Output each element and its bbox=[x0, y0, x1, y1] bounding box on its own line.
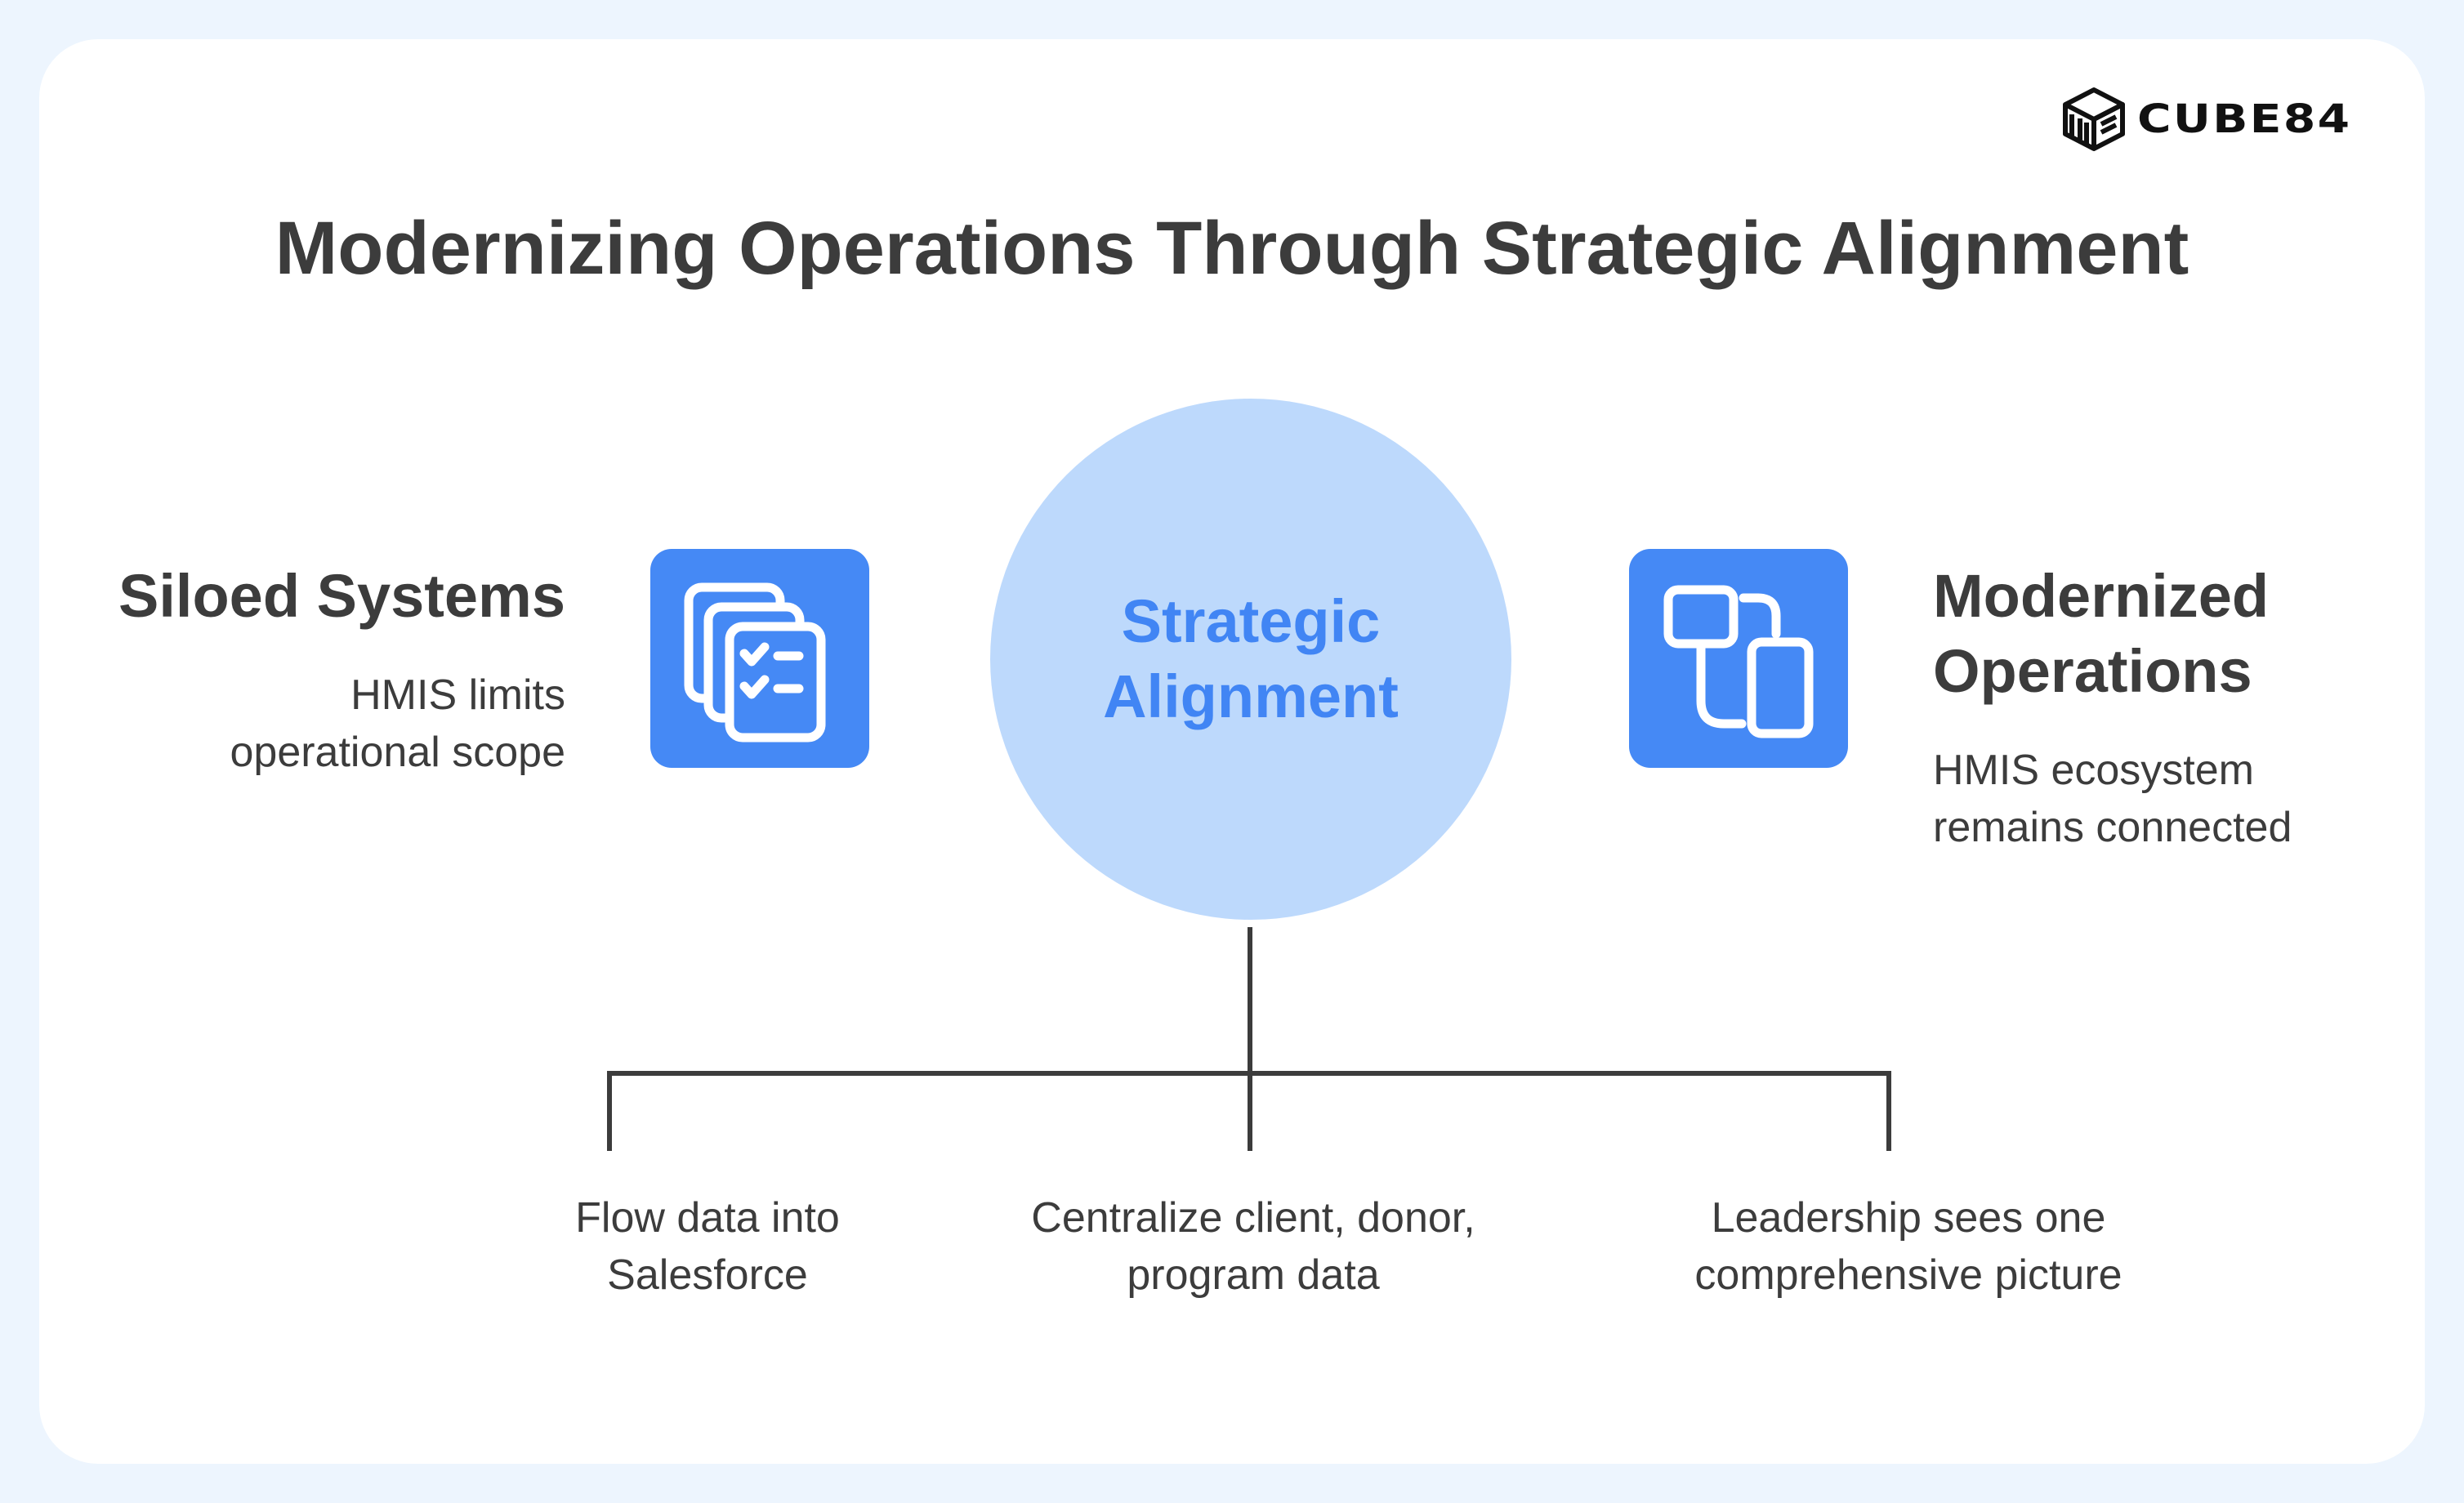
strategic-alignment-label-line: Strategic bbox=[1121, 587, 1381, 655]
page-title: Modernizing Operations Through Strategic… bbox=[275, 207, 2189, 290]
branch-centralize-data: Centralize client, donor, program data bbox=[967, 1189, 1539, 1304]
modernized-operations-description-line: remains connected bbox=[1933, 804, 2292, 851]
stacked-checklist-icon bbox=[684, 582, 826, 743]
modernized-operations-description: HMIS ecosystem remains connected bbox=[1933, 742, 2423, 856]
siloed-systems-description: HMIS limits operational scope bbox=[82, 667, 565, 781]
branch-label-line: Centralize client, donor, bbox=[1031, 1194, 1475, 1242]
branch-label-line: Salesforce bbox=[607, 1251, 808, 1299]
devices-sync-icon bbox=[1663, 585, 1814, 738]
siloed-systems-description-line: HMIS limits bbox=[350, 671, 565, 719]
siloed-systems-title: Siloed Systems bbox=[118, 562, 565, 630]
modernized-operations-title: Modernized Operations bbox=[1933, 559, 2390, 709]
branch-leadership-picture: Leadership sees one comprehensive pictur… bbox=[1623, 1189, 2194, 1304]
modernized-operations-description-line: HMIS ecosystem bbox=[1933, 747, 2254, 794]
branch-label-line: program data bbox=[1127, 1251, 1380, 1299]
brand-name: CUBE84 bbox=[2137, 96, 2352, 142]
modernized-operations-tile bbox=[1629, 549, 1848, 768]
branch-label-line: Flow data into bbox=[575, 1194, 840, 1242]
strategic-alignment-circle: Strategic Alignment bbox=[990, 399, 1511, 920]
branch-flow-data: Flow data into Salesforce bbox=[422, 1189, 993, 1304]
branch-label-line: comprehensive picture bbox=[1694, 1251, 2123, 1299]
modernized-operations-title-line: Operations bbox=[1933, 637, 2252, 705]
strategic-alignment-label: Strategic Alignment bbox=[1038, 584, 1463, 734]
siloed-systems-description-line: operational scope bbox=[230, 729, 565, 776]
strategic-alignment-label-line: Alignment bbox=[1103, 662, 1399, 730]
branch-label-line: Leadership sees one bbox=[1711, 1194, 2106, 1242]
modernized-operations-title-line: Modernized bbox=[1933, 562, 2270, 630]
cube-logo-icon bbox=[2063, 87, 2125, 151]
siloed-systems-tile bbox=[650, 549, 869, 768]
brand-logo: CUBE84 bbox=[2059, 85, 2350, 154]
